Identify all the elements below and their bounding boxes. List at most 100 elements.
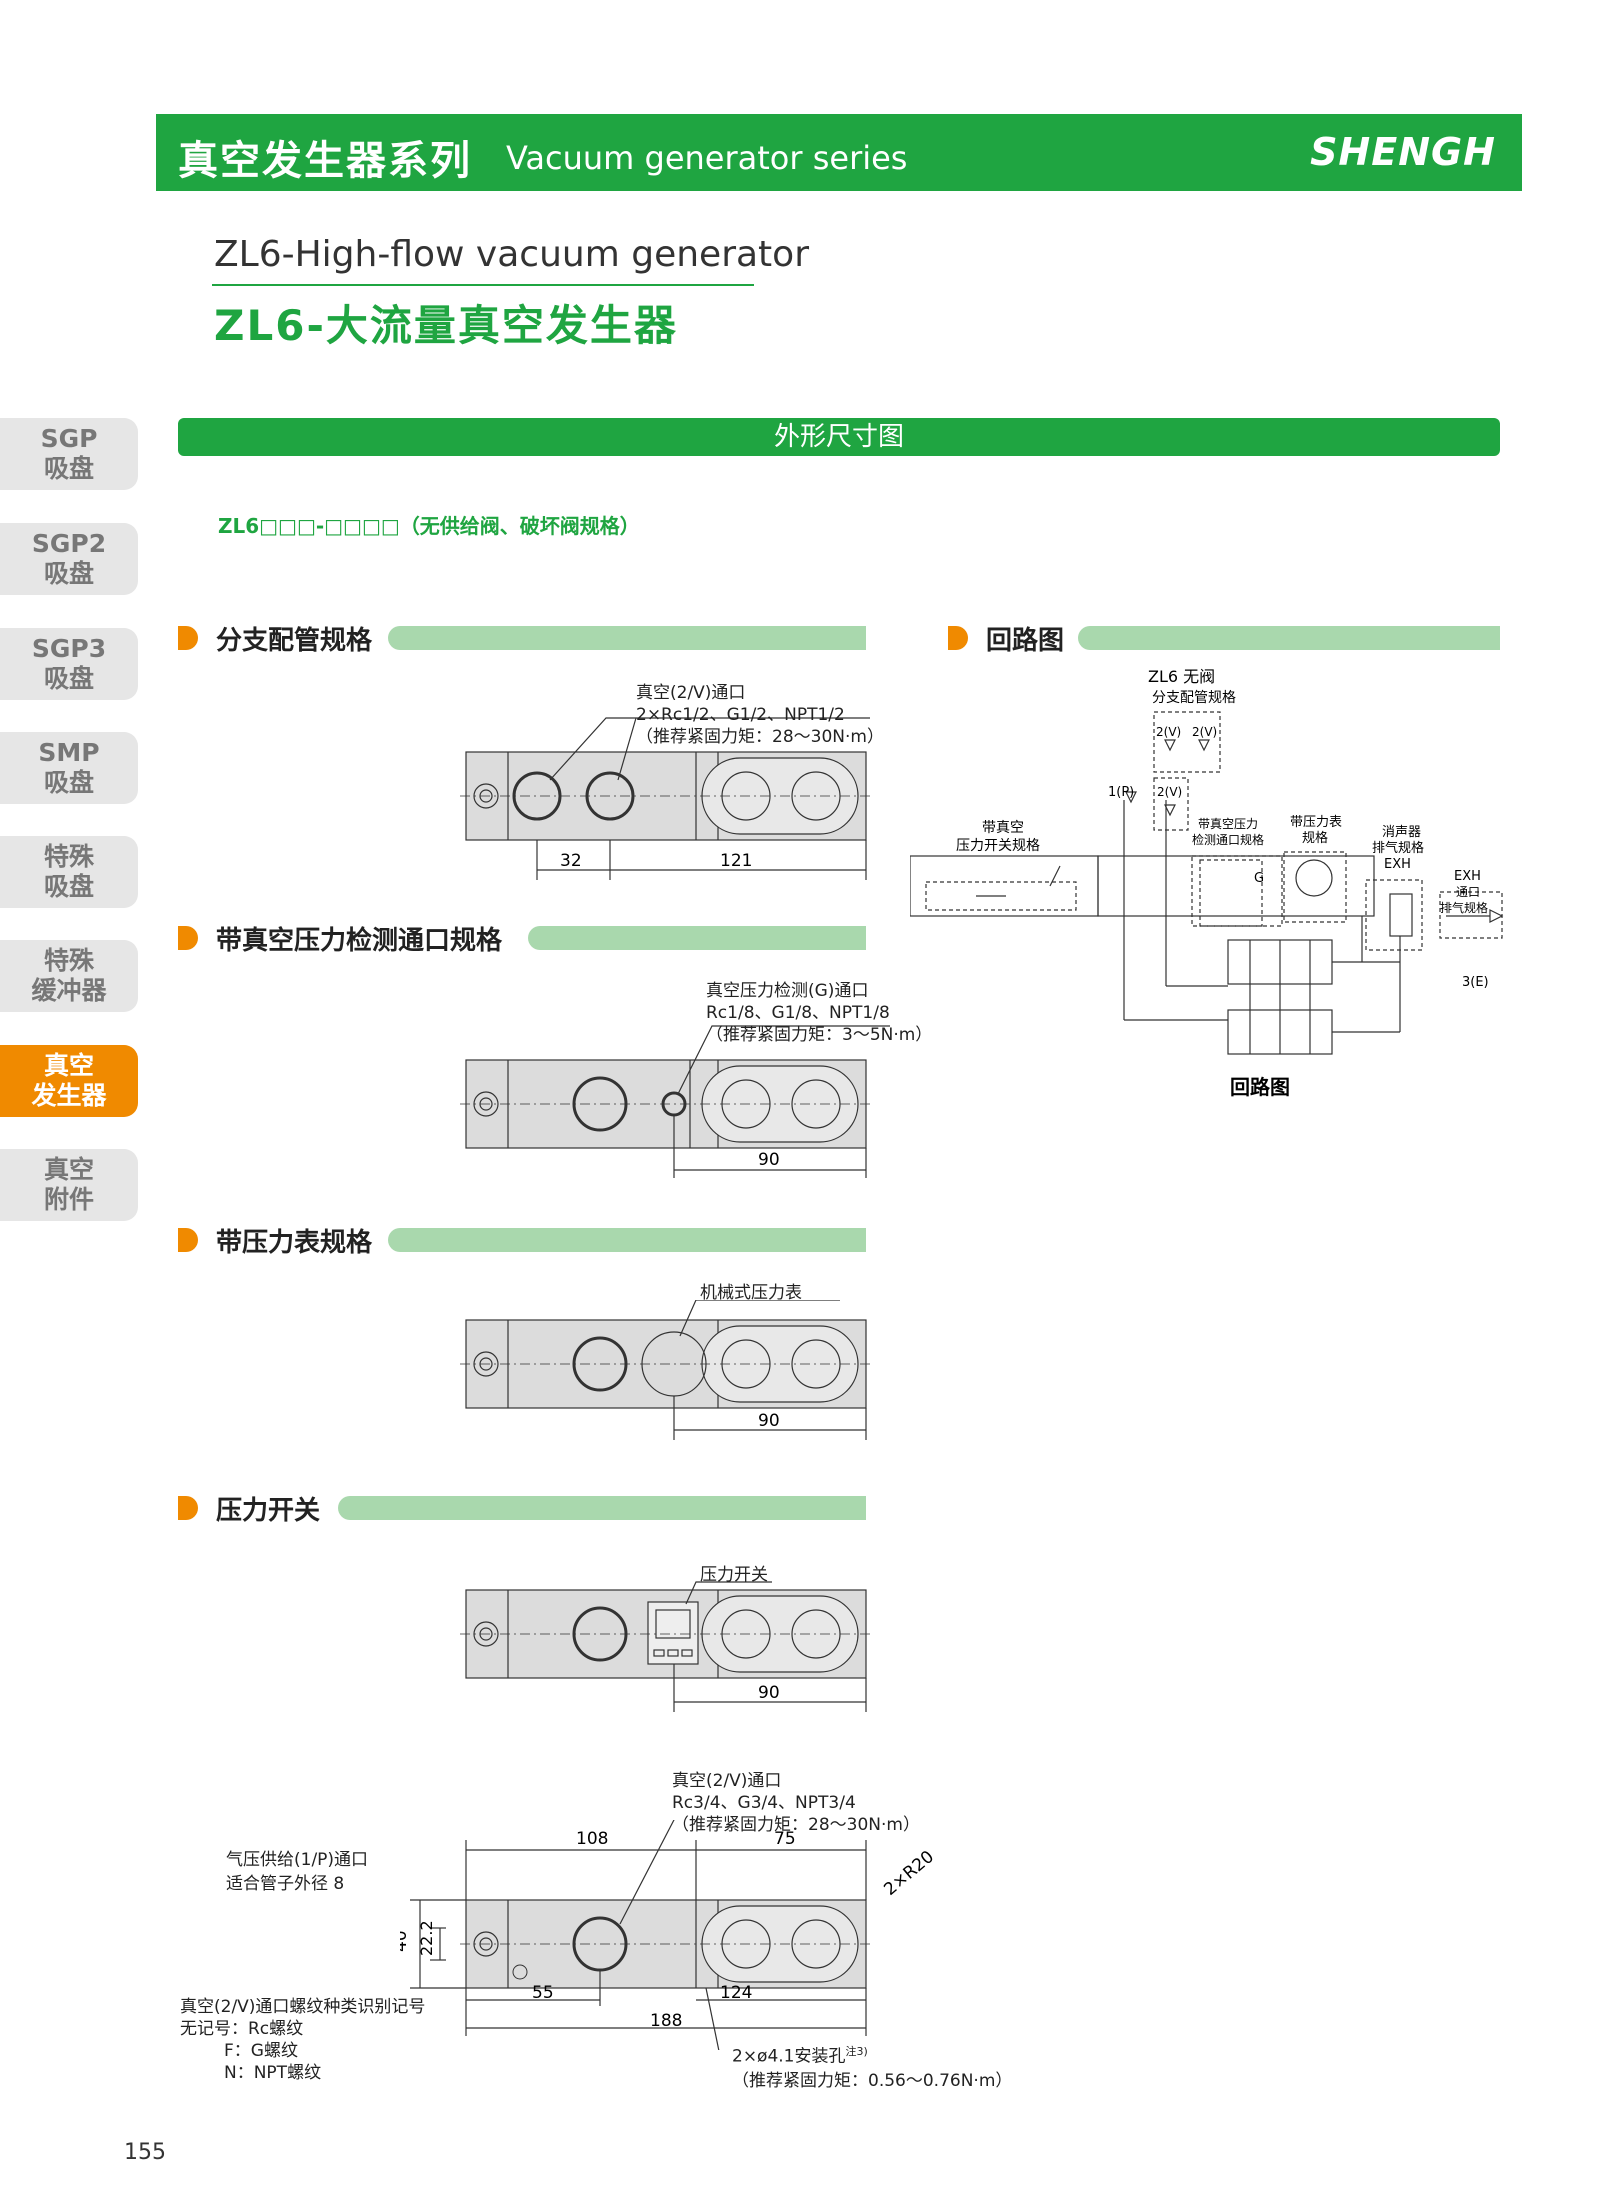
side-tab-vacuum-accessory[interactable]: 真空附件	[0, 1149, 138, 1221]
tab-label: 缓冲器	[31, 976, 107, 1005]
circuit-caption: 回路图	[1230, 1075, 1290, 1099]
note-line: 适合管子外径 8	[226, 1874, 345, 1894]
dim-124: 124	[720, 1983, 752, 2003]
note-line: 真空压力检测(G)通口	[706, 981, 869, 1001]
section-title: 回路图	[986, 626, 1065, 656]
circuit-label: 带真空压力	[1198, 817, 1258, 831]
circuit-port: 2(V)	[1157, 785, 1182, 799]
model-code: ZL6□□□-□□□□（无供给阀、破坏阀规格）	[218, 514, 640, 538]
tab-label: 发生器	[31, 1081, 107, 1110]
tab-label: 吸盘	[43, 768, 94, 797]
series-title-zh: 真空发生器系列	[178, 138, 472, 184]
product-title-zh: ZL6-大流量真空发生器	[214, 301, 678, 350]
dim-121: 121	[720, 851, 752, 871]
section-marker-icon	[178, 626, 198, 650]
note-line: （推荐紧固力矩：0.56～0.76N·m）	[732, 2070, 1013, 2091]
circuit-port: 1(P)	[1108, 785, 1134, 800]
section-title: 带真空压力检测通口规格	[216, 926, 503, 956]
section-marker-icon	[948, 626, 968, 650]
circuit-port: 2(V)	[1192, 725, 1217, 739]
section-gauge-port: 带真空压力检测通口规格	[178, 920, 866, 956]
circuit-label: 消声器	[1382, 825, 1421, 840]
circuit-label: 带压力表	[1290, 815, 1342, 830]
tab-label: 真空	[43, 1051, 94, 1080]
note-switch: 压力开关	[700, 1565, 768, 1585]
circuit-label: 带真空	[982, 820, 1024, 836]
tab-label: 吸盘	[43, 872, 94, 901]
side-tab-special-buffer[interactable]: 特殊缓冲器	[0, 940, 138, 1012]
tab-label: 吸盘	[43, 664, 94, 693]
drawing-gauge-port: 90	[460, 1025, 890, 1178]
side-tab-vacuum-generator[interactable]: 真空发生器	[0, 1045, 138, 1117]
circuit-port: 3(E)	[1462, 975, 1489, 990]
tab-label: 附件	[43, 1185, 94, 1214]
circuit-port: 2(V)	[1156, 725, 1181, 739]
note-line: （推荐紧固力矩：28～30N·m）	[636, 727, 884, 747]
tab-label: SGP3	[31, 634, 107, 663]
note-main-vacuum-port: 真空(2/V)通口 Rc3/4、G3/4、NPT3/4 （推荐紧固力矩：28～3…	[672, 1770, 920, 1836]
circuit-label: EXH	[1454, 869, 1481, 884]
note-line: （推荐紧固力矩：3～5N·m）	[706, 1025, 933, 1045]
section-branch: 分支配管规格	[178, 620, 866, 656]
drawing-main: 108 75 2×R20 40 22.2 55 124 188	[400, 1820, 938, 2050]
dim-40: 40	[400, 1930, 411, 1952]
section-title: 分支配管规格	[216, 626, 373, 656]
section-marker-icon	[178, 1228, 198, 1252]
dim-32: 32	[560, 851, 582, 871]
drawing-gauge: 90	[460, 1300, 872, 1440]
note-supply-port: 气压供给(1/P)通口 适合管子外径 8	[226, 1848, 368, 1896]
dim-90: 90	[758, 1411, 780, 1431]
section-switch: 压力开关	[178, 1490, 866, 1526]
section-band: 外形尺寸图	[178, 418, 1500, 456]
page-number: 155	[124, 2140, 166, 2165]
dim-90: 90	[758, 1150, 780, 1170]
note-line: 气压供给(1/P)通口	[226, 1850, 369, 1870]
note-line: 真空(2/V)通口	[672, 1771, 782, 1791]
tab-label: SGP2	[31, 529, 107, 558]
circuit-label: 检测通口规格	[1192, 832, 1264, 847]
note-mounting-hole: 2×ø4.1安装孔注3) （推荐紧固力矩：0.56～0.76N·m）	[732, 2040, 1012, 2093]
note-gauge: 机械式压力表	[700, 1283, 802, 1303]
section-gauge: 带压力表规格	[178, 1222, 866, 1258]
circuit-title: ZL6 无阀	[1148, 667, 1215, 686]
note-line: 2×Rc1/2、G1/2、NPT1/2	[636, 705, 845, 725]
note-thread-code: 真空(2/V)通口螺纹种类识别记号 无记号：Rc螺纹 F：G螺纹 N：NPT螺纹	[180, 1996, 425, 2084]
tab-label: SGP	[40, 424, 98, 453]
side-tab-special-cup[interactable]: 特殊吸盘	[0, 836, 138, 908]
section-bar	[1078, 626, 1500, 650]
circuit-branch-label: 分支配管规格	[1152, 690, 1236, 706]
section-bar	[388, 1228, 866, 1252]
note-line: 真空(2/V)通口	[636, 683, 746, 703]
circuit-label: 排气规格	[1440, 900, 1488, 915]
dim-22-2: 22.2	[417, 1920, 436, 1956]
circuit-label: EXH	[1384, 857, 1411, 872]
series-header: 真空发生器系列 Vacuum generator series SHENGH	[156, 114, 1522, 191]
brand-logo: SHENGH	[1310, 130, 1496, 174]
dim-90: 90	[758, 1683, 780, 1703]
note-gauge-port: 真空压力检测(G)通口 Rc1/8、G1/8、NPT1/8 （推荐紧固力矩：3～…	[706, 980, 932, 1046]
tab-label: 真空	[43, 1155, 94, 1184]
circuit-label: 规格	[1302, 830, 1328, 846]
note-footnote: 注3)	[845, 2045, 868, 2058]
dim-188: 188	[650, 2011, 682, 2031]
section-bar	[528, 926, 866, 950]
circuit-label: 压力开关规格	[956, 838, 1040, 854]
circuit-diagram: ZL6 无阀 分支配管规格 2(V) 2(V) 1(P) 2(V) 带真空 压力…	[910, 667, 1504, 1099]
section-bar	[338, 1496, 866, 1520]
series-title-en: Vacuum generator series	[506, 139, 908, 177]
note-vacuum-port: 真空(2/V)通口 2×Rc1/2、G1/2、NPT1/2 （推荐紧固力矩：28…	[636, 682, 884, 748]
dim-radius: 2×R20	[880, 1847, 938, 1900]
dim-75: 75	[774, 1829, 796, 1849]
product-title-en: ZL6-High-flow vacuum generator	[214, 234, 810, 275]
tab-label: 吸盘	[43, 454, 94, 483]
title-divider	[212, 284, 754, 286]
circuit-label: 排气规格	[1372, 840, 1424, 856]
section-title: 压力开关	[216, 1496, 321, 1526]
note-line: 无记号：Rc螺纹	[180, 2019, 304, 2039]
circuit-label: 通口	[1456, 885, 1480, 899]
section-marker-icon	[178, 926, 198, 950]
